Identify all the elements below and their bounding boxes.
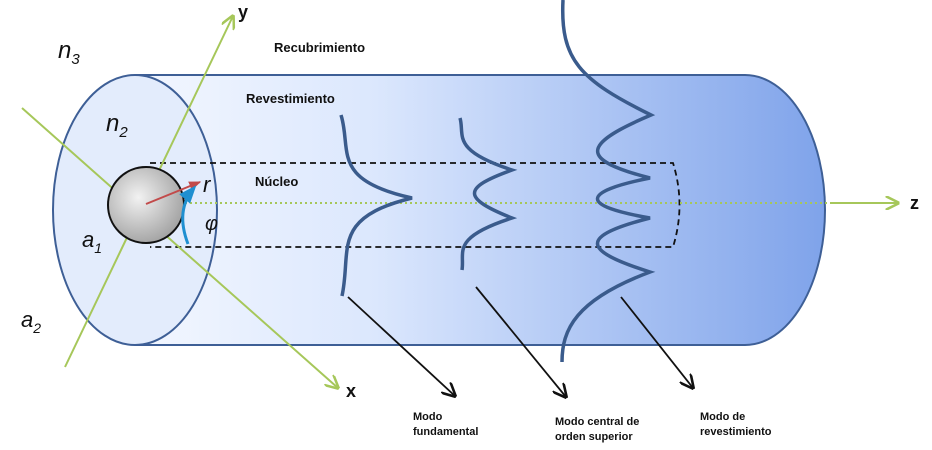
- revestimiento-label: Revestimiento: [246, 91, 335, 106]
- phi-label: φ: [205, 213, 218, 235]
- mode-revestimiento-label: Modo de revestimiento: [700, 411, 772, 438]
- higher-order-mode-curve: [458, 117, 518, 271]
- mode-fundamental-label: Modo fundamental: [413, 411, 478, 438]
- axis-z-label: z: [910, 193, 919, 213]
- nucleo-label: Núcleo: [255, 174, 298, 189]
- r-label: r: [203, 172, 212, 197]
- axis-x-label: x: [346, 381, 356, 401]
- a2-label: a2: [21, 307, 41, 336]
- fiber-core: [107, 166, 185, 244]
- a1-label: a1: [82, 227, 102, 256]
- fundamental-mode-curve: [339, 114, 413, 297]
- pointer-fundamental: [347, 296, 455, 396]
- n2-label: n2: [106, 110, 128, 141]
- angle-arrow: [179, 185, 197, 245]
- fiber-cylinder: [135, 74, 826, 346]
- pointer-central: [475, 286, 566, 397]
- n3-label: n3: [58, 37, 80, 68]
- pointer-revestimiento: [620, 296, 693, 388]
- x-axis: [21, 107, 338, 388]
- mode-central-label: Modo central de orden superior: [555, 416, 642, 443]
- axis-y-label: y: [238, 2, 248, 22]
- core-dashed-outline: [150, 162, 681, 248]
- recubrimiento-label: Recubrimiento: [274, 40, 365, 55]
- cladding-mode-curve: [560, 0, 656, 363]
